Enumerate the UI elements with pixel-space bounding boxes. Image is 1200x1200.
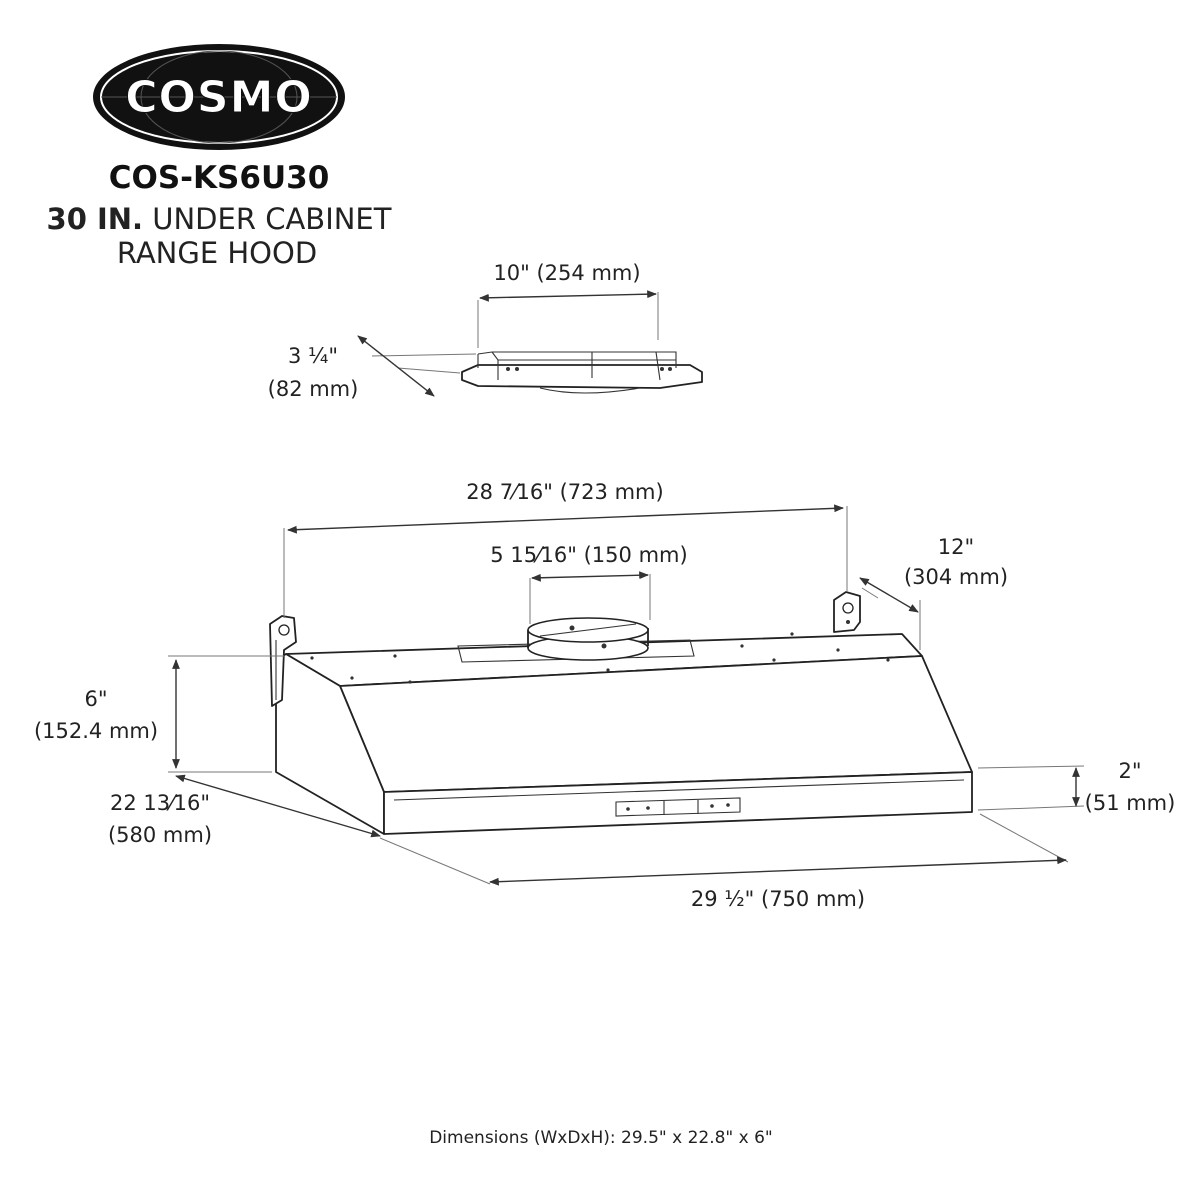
- total-width-label: 29 ½" (750 mm): [691, 887, 865, 911]
- mounting-bracket-drawing: [461, 351, 703, 394]
- depth-mm: (580 mm): [108, 823, 212, 847]
- logo-wordmark: COSMO: [125, 72, 313, 123]
- depth-dimension: 22 13⁄16" (580 mm): [108, 774, 381, 847]
- bracket-width-dimension: 10" (254 mm): [477, 261, 659, 348]
- front-height-dimension: 2" (51 mm): [977, 759, 1176, 815]
- height-mm: (152.4 mm): [34, 719, 158, 743]
- height-dimension: 6" (152.4 mm): [34, 655, 284, 773]
- side-depth-mm: (304 mm): [904, 565, 1008, 589]
- cosmo-logo: COSMO: [93, 44, 345, 150]
- title-size: 30 IN.: [47, 202, 144, 236]
- model-number: COS-KS6U30: [109, 160, 330, 196]
- title-rest: UNDER CABINET: [143, 202, 392, 236]
- front-height-inches: 2": [1118, 759, 1141, 783]
- side-depth-dimension: 12" (304 mm): [859, 535, 1008, 650]
- range-hood-drawing: [269, 591, 973, 835]
- depth-inches: 22 13⁄16": [110, 791, 210, 815]
- mount-width-dimension: 28 7⁄16" (723 mm): [283, 480, 848, 618]
- product-title-line1: 30 IN. UNDER CABINET: [47, 202, 392, 236]
- control-panel: [615, 797, 741, 817]
- duct-diameter-label: 5 15⁄16" (150 mm): [490, 543, 687, 567]
- bracket-depth-inches: 3 ¼": [288, 344, 338, 368]
- duct-diameter-dimension: 5 15⁄16" (150 mm): [490, 543, 688, 624]
- bracket-depth-dimension: 3 ¼" (82 mm): [268, 335, 477, 401]
- height-inches: 6": [84, 687, 107, 711]
- dimensions-summary: Dimensions (WxDxH): 29.5" x 22.8" x 6": [429, 1128, 773, 1148]
- total-width-dimension: 29 ½" (750 mm): [379, 813, 1069, 911]
- mount-width-label: 28 7⁄16" (723 mm): [466, 480, 663, 504]
- duct-collar: [527, 617, 649, 661]
- side-depth-inches: 12": [938, 535, 974, 559]
- bracket-depth-mm: (82 mm): [268, 377, 359, 401]
- right-mounting-ear: [833, 591, 861, 633]
- product-title-line2: RANGE HOOD: [117, 236, 317, 270]
- bracket-width-label: 10" (254 mm): [493, 261, 640, 285]
- front-height-mm: (51 mm): [1085, 791, 1176, 815]
